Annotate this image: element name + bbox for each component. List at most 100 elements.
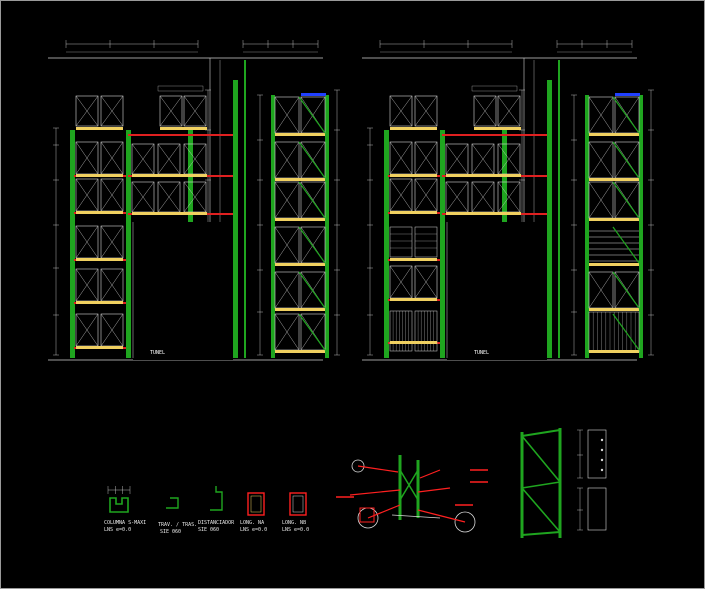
bolt-hole bbox=[600, 468, 604, 472]
pallet-load-box bbox=[183, 95, 207, 127]
pallet-load-cross bbox=[497, 95, 521, 127]
pallet-base bbox=[589, 133, 639, 136]
pallet-load-cross bbox=[100, 95, 124, 127]
rack-upright bbox=[440, 130, 445, 358]
pallet-base bbox=[589, 178, 639, 181]
column-detail-title: COLUMNA S-MAXI bbox=[104, 520, 147, 526]
pallet-load-box bbox=[75, 95, 99, 127]
pallet-load-cross bbox=[471, 143, 495, 175]
pallet-load-cross bbox=[100, 141, 124, 175]
beam-detail-subtitle: SIE 060 bbox=[160, 529, 182, 535]
pallet-base bbox=[275, 263, 325, 266]
callout-leader bbox=[357, 465, 399, 473]
spacer-detail-subtitle: SIE 060 bbox=[198, 527, 220, 533]
tunnel-label-right: TUNEL bbox=[474, 350, 490, 356]
pallet-base bbox=[76, 301, 123, 304]
pallet-load-cross bbox=[274, 141, 300, 179]
pallet-load-cross bbox=[75, 225, 99, 259]
pallet-load-cross bbox=[389, 141, 413, 175]
pallet-load-cross bbox=[471, 181, 495, 213]
pallet-load-cross bbox=[75, 95, 99, 127]
iso-detail-box bbox=[359, 507, 375, 523]
pallet-load-cross bbox=[414, 95, 438, 127]
iso-brace bbox=[399, 469, 419, 501]
pallet-base bbox=[390, 258, 437, 261]
pallet-load-cross bbox=[497, 181, 521, 213]
pallet-load-cross bbox=[389, 178, 413, 212]
baseplate-detail bbox=[587, 487, 607, 531]
bracing bbox=[298, 226, 326, 264]
pallet-load-box bbox=[159, 95, 183, 127]
frame-bottom bbox=[521, 531, 561, 536]
pallet-load-cross bbox=[274, 96, 300, 134]
frame-top bbox=[521, 429, 561, 437]
rack-upright bbox=[639, 95, 643, 358]
bracing bbox=[298, 141, 326, 179]
pallet-cage bbox=[389, 226, 413, 258]
pallet-load-cross bbox=[300, 141, 326, 179]
pallet-base bbox=[76, 174, 123, 177]
pallet-base bbox=[589, 218, 639, 221]
top-cap bbox=[301, 93, 326, 96]
rack-upright bbox=[384, 130, 389, 358]
pallet-load-box bbox=[414, 95, 438, 127]
pallet-load-cross bbox=[75, 141, 99, 175]
pallet-base bbox=[275, 178, 325, 181]
beam-profile bbox=[166, 497, 179, 509]
level-b-profile bbox=[289, 492, 307, 516]
pallet-load-cross bbox=[588, 271, 614, 309]
pallet-base bbox=[275, 218, 325, 221]
pallet-load-cross bbox=[300, 96, 326, 134]
callout-leader bbox=[419, 469, 441, 479]
pallet-load-cross bbox=[131, 143, 155, 175]
pallet-load-cross bbox=[614, 141, 640, 179]
bracing bbox=[612, 141, 640, 179]
bracing bbox=[298, 271, 326, 309]
pallet-load-cross bbox=[588, 96, 614, 134]
pallet-base bbox=[589, 308, 639, 311]
bracing bbox=[612, 271, 640, 309]
callout-leader bbox=[417, 509, 466, 523]
pallet-load-cross bbox=[100, 225, 124, 259]
pallet-base bbox=[275, 350, 325, 353]
pallet-load-cross bbox=[389, 265, 413, 299]
column-detail-subtitle: LNS e=0.0 bbox=[104, 527, 132, 533]
pallet-base bbox=[446, 212, 521, 215]
iso-base bbox=[391, 514, 441, 519]
bracing bbox=[298, 181, 326, 219]
pallet-load-cross bbox=[414, 141, 438, 175]
rack-upright bbox=[547, 80, 552, 358]
tunnel-label-left: TUNEL bbox=[150, 350, 166, 356]
callout-leader bbox=[367, 504, 401, 519]
bolt-hole bbox=[600, 438, 604, 442]
pallet-base bbox=[589, 263, 639, 266]
side-wire-cage bbox=[588, 311, 640, 353]
pallet-load-cross bbox=[614, 271, 640, 309]
pallet-load-cross bbox=[131, 181, 155, 213]
bracing bbox=[612, 313, 640, 351]
pallet-base bbox=[76, 258, 123, 261]
pallet-load-cross bbox=[157, 143, 181, 175]
level-a-profile bbox=[247, 492, 265, 516]
pallet-load-cross bbox=[614, 96, 640, 134]
callout-leader bbox=[349, 489, 401, 496]
wire-cage bbox=[389, 310, 413, 352]
pallet-load-cross bbox=[445, 181, 469, 213]
pallet-load-cross bbox=[588, 181, 614, 219]
pallet-base bbox=[275, 308, 325, 311]
callout-leader bbox=[417, 487, 451, 493]
left-elevation-group bbox=[48, 40, 340, 361]
isometric-detail-group bbox=[336, 455, 488, 533]
pallet-base bbox=[76, 127, 123, 130]
pallet-load-box bbox=[497, 95, 521, 127]
pallet-load-cross bbox=[614, 181, 640, 219]
pallet-base bbox=[76, 211, 123, 214]
spacer-profile bbox=[210, 486, 223, 511]
pallet-load-cross bbox=[300, 271, 326, 309]
frame-rail bbox=[521, 481, 561, 489]
bolt-hole bbox=[600, 448, 604, 452]
pallet-load-cross bbox=[100, 268, 124, 302]
pallet-load-cross bbox=[183, 143, 207, 175]
pallet-base bbox=[390, 298, 437, 301]
tag-box bbox=[157, 85, 204, 92]
